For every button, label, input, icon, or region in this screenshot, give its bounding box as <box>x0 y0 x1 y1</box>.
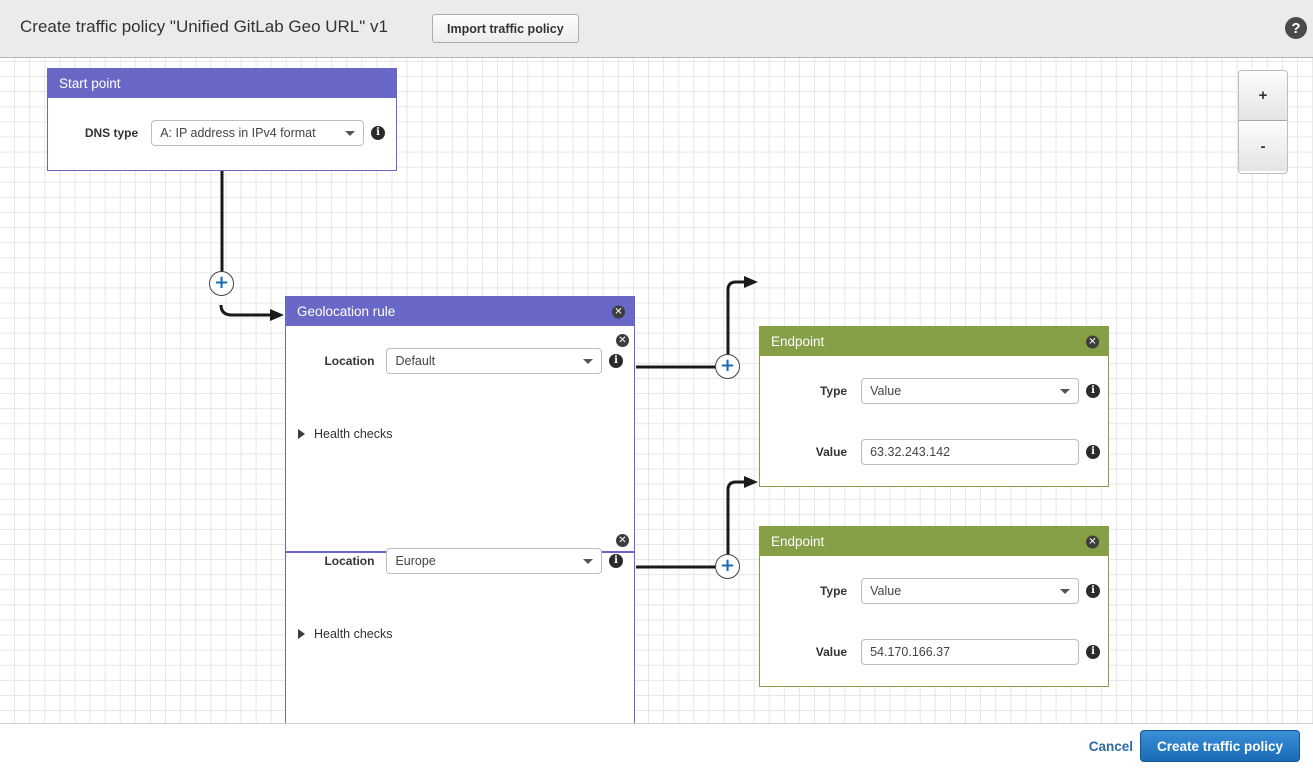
endpoint-card-1: Endpoint ✕ Type Value i Value 63.32.243.… <box>759 326 1109 487</box>
endpoint-value-input-2[interactable]: 54.170.166.37 <box>861 639 1079 665</box>
endpoint-type-info-icon-2[interactable]: i <box>1086 584 1100 598</box>
health-checks-label-1: Health checks <box>314 427 393 441</box>
endpoint-header-1: Endpoint ✕ <box>760 327 1108 356</box>
geolocation-rule-card: Geolocation rule ✕ ✕ Location Default i … <box>285 296 635 724</box>
create-traffic-policy-button[interactable]: Create traffic policy <box>1140 730 1300 762</box>
endpoint-card-2: Endpoint ✕ Type Value i Value 54.170.166… <box>759 526 1109 687</box>
start-point-header: Start point <box>48 69 396 98</box>
health-checks-toggle-1[interactable]: Health checks <box>298 427 393 441</box>
cancel-button[interactable]: Cancel <box>1089 739 1133 754</box>
start-point-title: Start point <box>59 76 121 91</box>
endpoint-type-row-1: Type Value i <box>790 378 1100 404</box>
endpoint-type-select-1[interactable]: Value <box>861 378 1079 404</box>
zoom-in-button[interactable]: + <box>1239 71 1287 121</box>
import-traffic-policy-button[interactable]: Import traffic policy <box>432 14 579 43</box>
location-row-2: Location Europe i <box>308 548 623 574</box>
location-select-1[interactable]: Default <box>386 348 602 374</box>
health-checks-toggle-2[interactable]: Health checks <box>298 627 393 641</box>
close-icon[interactable]: ✕ <box>1086 535 1099 548</box>
dns-type-label: DNS type <box>70 126 138 140</box>
endpoint-value-info-icon-2[interactable]: i <box>1086 645 1100 659</box>
triangle-right-icon <box>298 629 305 639</box>
add-node-rule-to-endpoint-1[interactable]: + <box>715 354 740 379</box>
start-point-card: Start point DNS type A: IP address in IP… <box>47 68 397 171</box>
dns-type-info-icon[interactable]: i <box>371 126 385 140</box>
location-info-icon-1[interactable]: i <box>609 354 623 368</box>
help-icon[interactable]: ? <box>1285 17 1307 39</box>
location-value-2: Europe <box>395 554 435 568</box>
geolocation-rule-title: Geolocation rule <box>297 304 395 319</box>
geolocation-rule-header: Geolocation rule ✕ <box>286 297 634 326</box>
add-node-rule-to-endpoint-2[interactable]: + <box>715 554 740 579</box>
zoom-out-button[interactable]: - <box>1239 121 1287 171</box>
health-checks-label-2: Health checks <box>314 627 393 641</box>
remove-location-1-icon[interactable]: ✕ <box>616 334 629 347</box>
endpoint-title-1: Endpoint <box>771 334 824 349</box>
close-icon[interactable]: ✕ <box>612 305 625 318</box>
chevron-down-icon <box>345 131 355 136</box>
chevron-down-icon <box>1060 589 1070 594</box>
close-icon[interactable]: ✕ <box>1086 335 1099 348</box>
add-node-start-to-rule[interactable]: + <box>209 271 234 296</box>
chevron-down-icon <box>583 359 593 364</box>
location-value-1: Default <box>395 354 435 368</box>
endpoint-value-label-1: Value <box>790 445 847 459</box>
chevron-down-icon <box>1060 389 1070 394</box>
location-select-2[interactable]: Europe <box>386 548 602 574</box>
endpoint-type-value-1: Value <box>870 384 901 398</box>
endpoint-value-row-2: Value 54.170.166.37 i <box>790 639 1100 665</box>
endpoint-type-label-1: Type <box>790 384 847 398</box>
endpoint-value-text-1: 63.32.243.142 <box>870 445 950 459</box>
top-header-bar: Create traffic policy "Unified GitLab Ge… <box>0 0 1313 58</box>
dns-type-value: A: IP address in IPv4 format <box>160 126 315 140</box>
endpoint-type-select-2[interactable]: Value <box>861 578 1079 604</box>
footer-bar: Cancel Create traffic policy <box>0 725 1313 770</box>
endpoint-body-2: Type Value i Value 54.170.166.37 i <box>760 556 1108 686</box>
endpoint-header-2: Endpoint ✕ <box>760 527 1108 556</box>
endpoint-value-label-2: Value <box>790 645 847 659</box>
endpoint-value-text-2: 54.170.166.37 <box>870 645 950 659</box>
endpoint-value-info-icon-1[interactable]: i <box>1086 445 1100 459</box>
chevron-down-icon <box>583 559 593 564</box>
page-title: Create traffic policy "Unified GitLab Ge… <box>20 17 388 37</box>
triangle-right-icon <box>298 429 305 439</box>
location-info-icon-2[interactable]: i <box>609 554 623 568</box>
endpoint-title-2: Endpoint <box>771 534 824 549</box>
location-label-1: Location <box>308 354 374 368</box>
endpoint-value-row-1: Value 63.32.243.142 i <box>790 439 1100 465</box>
endpoint-type-row-2: Type Value i <box>790 578 1100 604</box>
dns-type-row: DNS type A: IP address in IPv4 format i <box>70 120 385 146</box>
endpoint-type-label-2: Type <box>790 584 847 598</box>
remove-location-2-icon[interactable]: ✕ <box>616 534 629 547</box>
endpoint-value-input-1[interactable]: 63.32.243.142 <box>861 439 1079 465</box>
zoom-controls[interactable]: + - <box>1238 70 1288 174</box>
location-label-2: Location <box>308 554 374 568</box>
endpoint-type-value-2: Value <box>870 584 901 598</box>
geolocation-rule-body: ✕ Location Default i Health checks ✕ Loc… <box>286 326 634 724</box>
dns-type-select[interactable]: A: IP address in IPv4 format <box>151 120 364 146</box>
endpoint-body-1: Type Value i Value 63.32.243.142 i <box>760 356 1108 486</box>
endpoint-type-info-icon-1[interactable]: i <box>1086 384 1100 398</box>
policy-canvas[interactable]: + - Start point DNS type A: IP address i… <box>0 58 1313 724</box>
location-row-1: Location Default i <box>308 348 623 374</box>
